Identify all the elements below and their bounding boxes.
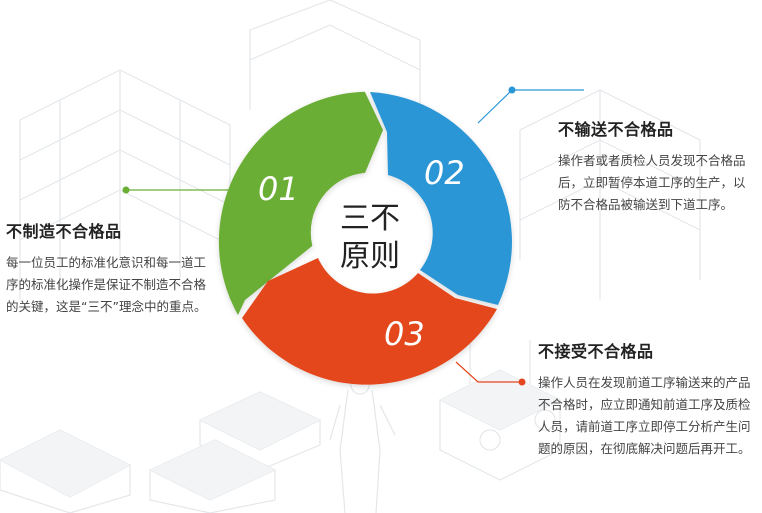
- center-title-line2: 原则: [340, 239, 400, 274]
- principle-title: 不输送不合格品: [558, 120, 674, 139]
- principle-body: 操作人员在发现前道工序输送来的产品不合格时，应立即通知前道工序及质检人员，请前道…: [538, 375, 751, 456]
- segment-01-green: [218, 91, 383, 315]
- connector-line-right-top: [477, 86, 584, 124]
- center-title: 三不 原则: [330, 200, 410, 276]
- segment-01-number: 01: [258, 170, 299, 208]
- principle-block-no-transfer: 不输送不合格品 操作者或者质检人员发现不合格品后，立即暂停本道工序的生产，以防不…: [558, 116, 754, 216]
- principle-block-no-manufacture: 不制造不合格品 每一位员工的标准化意识和每一道工序的标准化操作是保证不制造不合格…: [6, 218, 211, 318]
- center-title-line1: 三不: [340, 201, 400, 236]
- segment-03-red: [242, 258, 497, 385]
- connector-line-right-bottom: [455, 361, 526, 386]
- principle-block-no-accept: 不接受不合格品 操作人员在发现前道工序输送来的产品不合格时，应立即通知前道工序及…: [538, 338, 760, 460]
- segment-03-number: 03: [384, 315, 425, 353]
- principle-title: 不制造不合格品: [6, 222, 122, 241]
- segment-02-number: 02: [424, 154, 465, 192]
- principle-title: 不接受不合格品: [538, 342, 654, 361]
- segment-02-blue: [370, 92, 512, 305]
- cycle-center-disc: [296, 158, 444, 306]
- principle-body: 操作者或者质检人员发现不合格品后，立即暂停本道工序的生产，以防不合格品被输送到下…: [558, 153, 746, 212]
- principle-body: 每一位员工的标准化意识和每一道工序的标准化操作是保证不制造不合格的关键，这是“三…: [6, 255, 207, 314]
- connector-line-left: [122, 186, 230, 194]
